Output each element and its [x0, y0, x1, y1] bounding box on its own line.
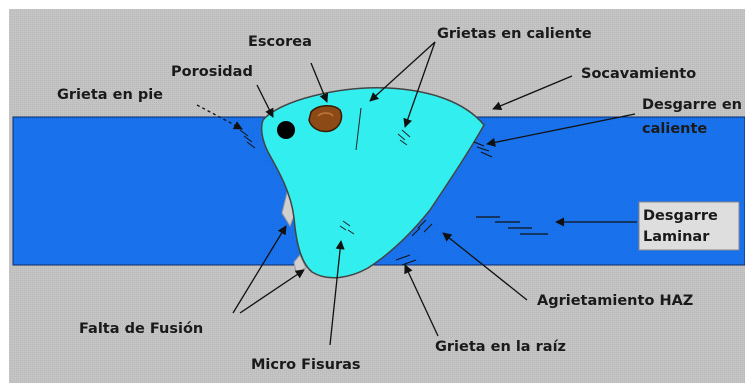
- label-escorea: Escorea: [248, 34, 312, 50]
- label-socavamiento: Socavamiento: [581, 66, 696, 82]
- label-desgarre-caliente-1: Desgarre en: [642, 97, 742, 113]
- porosity-void: [277, 121, 295, 139]
- label-desgarre-laminar-1: Desgarre: [643, 208, 718, 224]
- label-agrietamiento-haz: Agrietamiento HAZ: [537, 293, 693, 309]
- label-grietas-caliente: Grietas en caliente: [437, 26, 592, 42]
- label-desgarre-caliente-2: caliente: [642, 121, 707, 137]
- label-falta-fusion: Falta de Fusión: [79, 321, 203, 337]
- label-grieta-raiz: Grieta en la raíz: [435, 339, 566, 355]
- label-micro-fisuras: Micro Fisuras: [251, 357, 361, 373]
- label-porosidad: Porosidad: [171, 64, 253, 80]
- label-desgarre-laminar-2: Laminar: [643, 229, 710, 245]
- label-grieta-pie: Grieta en pie: [57, 87, 163, 103]
- slag-inclusion: [309, 106, 342, 132]
